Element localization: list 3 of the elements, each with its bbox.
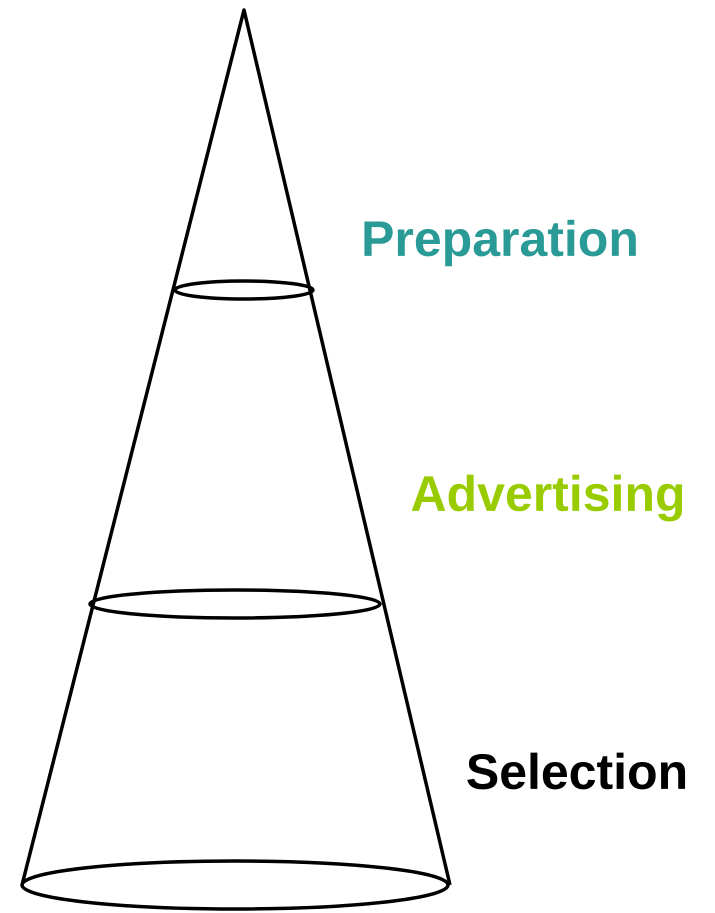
stage-label: Advertising bbox=[412, 474, 682, 522]
stage-label: Preparation bbox=[364, 220, 636, 266]
stage-label: Selection bbox=[467, 752, 686, 790]
